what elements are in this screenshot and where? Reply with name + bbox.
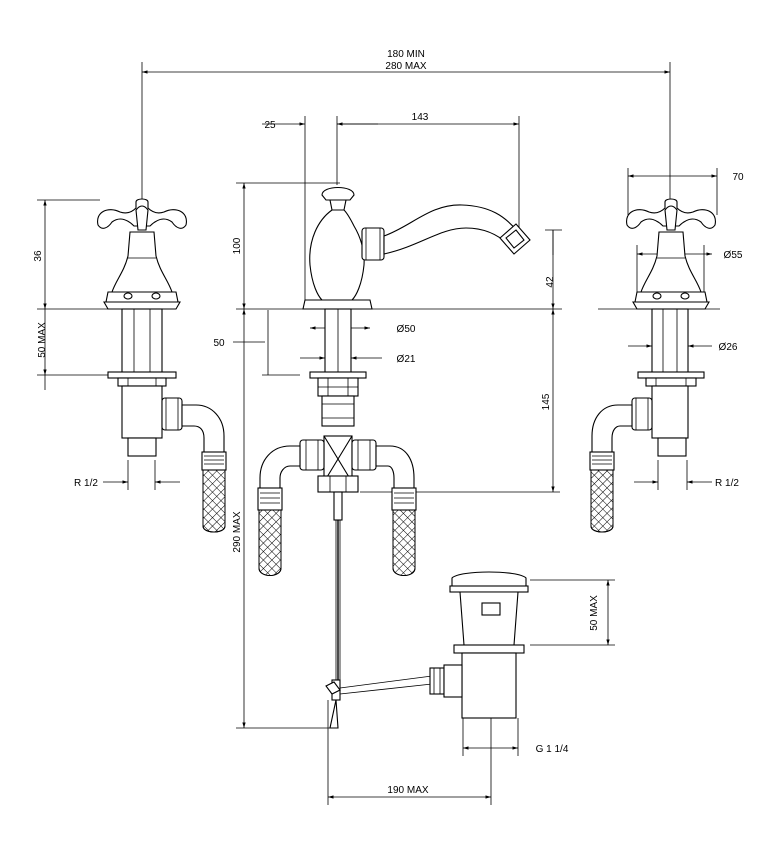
dim-handle-height: 36	[33, 250, 44, 262]
dim-waste-height: 50 MAX	[589, 595, 600, 631]
dim-spout-height: 100	[232, 237, 243, 254]
center-spout-assembly	[257, 186, 531, 688]
dim-escutcheon-dia: Ø55	[724, 250, 743, 261]
dim-total-depth: 290 MAX	[232, 511, 243, 552]
right-cross-handle-tap	[589, 198, 716, 533]
dim-shank-dia-tap: Ø26	[719, 342, 738, 353]
dim-base-dia: Ø50	[397, 324, 416, 335]
dim-span-max: 280 MAX	[385, 61, 426, 72]
dim-spout-offset: 25	[264, 120, 276, 131]
dim-rod-reach: 190 MAX	[387, 785, 428, 796]
dimension-labels: 180 MIN 280 MAX 25 143 70 100 36 Ø55 42 …	[33, 49, 744, 796]
dim-span-min: 180 MIN	[387, 49, 425, 60]
dim-thread-left: R 1/2	[74, 478, 98, 489]
left-cross-handle-tap	[97, 198, 227, 533]
dim-spout-outlet: 42	[545, 276, 556, 288]
dim-spout-reach: 143	[412, 112, 429, 123]
pop-up-waste	[325, 571, 529, 729]
dim-shank-dia-spout: Ø21	[397, 354, 416, 365]
dim-waste-thread: G 1 1/4	[536, 744, 569, 755]
dim-handle-width: 70	[732, 172, 744, 183]
dim-thread-right: R 1/2	[715, 478, 739, 489]
dim-shank-length-spout: 145	[541, 393, 552, 410]
dimension-lines	[37, 62, 720, 805]
dim-deck-thickness: 50	[213, 338, 225, 349]
dim-shank-length-left: 50 MAX	[37, 322, 48, 358]
